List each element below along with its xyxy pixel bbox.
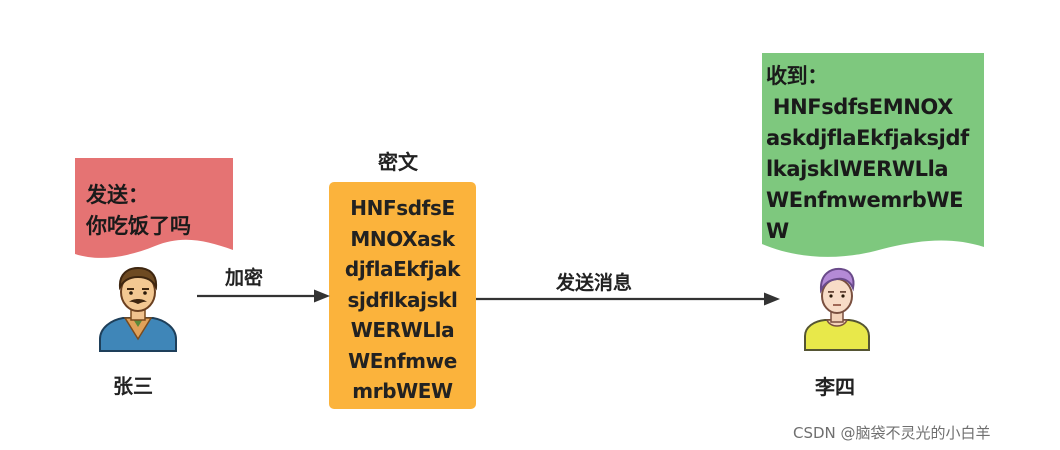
- sender-note-line-1: 发送：: [86, 183, 149, 207]
- sender-name: 张三: [113, 374, 153, 398]
- receiver-note-line-1: 收到：: [766, 64, 828, 88]
- cipher-line-7: mrbWEW: [352, 379, 453, 403]
- sender-note-shape-path: [75, 158, 233, 258]
- cipher-line-3: djflaEkfjak: [344, 257, 461, 281]
- cipher-box: HNFsdfsE MNOXask djflaEkfjak sjdflkajskl…: [329, 182, 476, 409]
- sender-note-text: 发送： 你吃饭了吗: [86, 180, 191, 242]
- receiver-note-line-5: WEnfmwemrbWE: [766, 188, 964, 212]
- cipher-line-1: HNFsdfsE: [350, 196, 455, 220]
- encrypt-label: 加密: [225, 267, 264, 289]
- receiver-note-line-2: HNFsdfsEMNOX: [766, 95, 953, 119]
- cipher-line-4: sjdflkajskl: [347, 287, 458, 312]
- receiver-name: 李四: [815, 375, 855, 399]
- receiver-note-line-4: lkajsklWERWLla: [766, 157, 949, 181]
- receiver-note-text: 收到： HNFsdfsEMNOX askdjflaEkfjaksjdf lkaj…: [766, 61, 969, 247]
- cipher-line-2: MNOXask: [350, 226, 455, 251]
- watermark: CSDN @脑袋不灵光的小白羊: [793, 424, 991, 442]
- cipher-line-5: WERWLla: [350, 318, 455, 342]
- receiver-avatar-icon: [804, 267, 870, 351]
- send-arrow-head: [764, 292, 780, 306]
- receiver-note-line-6: W: [766, 219, 789, 243]
- encrypt-arrow-head: [314, 289, 330, 303]
- cipher-line-6: WEnfmwe: [348, 348, 457, 373]
- send-message-label: 发送消息: [556, 272, 633, 294]
- sender-avatar-icon: [99, 266, 177, 352]
- cipher-title: 密文: [378, 150, 418, 174]
- receiver-note-shape-path: [762, 53, 984, 257]
- sender-note-line-2: 你吃饭了吗: [86, 214, 191, 238]
- receiver-note-line-3: askdjflaEkfjaksjdf: [766, 126, 969, 150]
